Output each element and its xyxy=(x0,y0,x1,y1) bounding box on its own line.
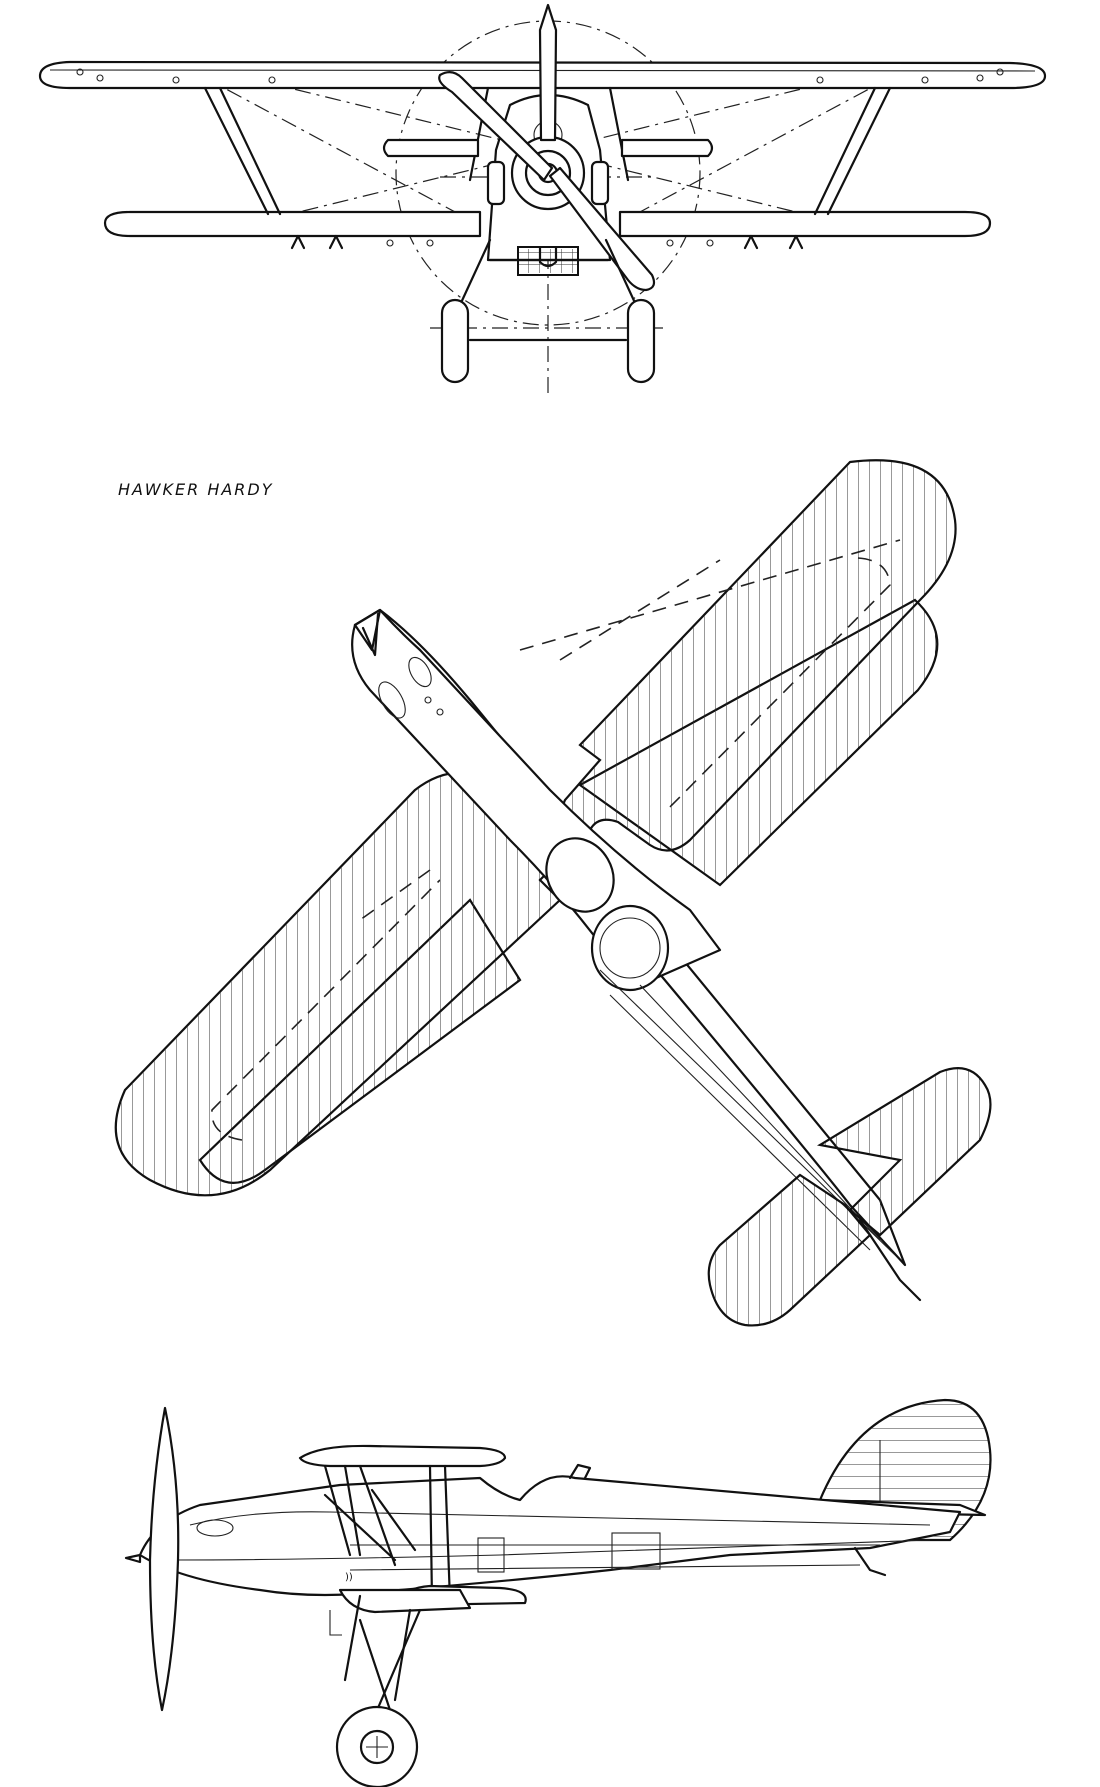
side-view: )) xyxy=(124,1398,992,1787)
drawing-title: HAWKER HARDY xyxy=(118,480,274,499)
front-view xyxy=(38,3,1047,395)
plan-view xyxy=(114,459,992,1327)
lower-wing-front xyxy=(103,210,482,238)
propeller-side xyxy=(148,1406,180,1712)
tailplane-plan xyxy=(816,1067,992,1237)
front-cockpit xyxy=(545,837,615,913)
upper-wing-side xyxy=(298,1444,507,1468)
svg-text:)): )) xyxy=(345,1572,353,1583)
rear-cockpit xyxy=(590,904,670,992)
wheel-left-front xyxy=(440,298,470,384)
propeller-front xyxy=(438,71,554,182)
fuselage-side xyxy=(138,1475,962,1597)
wheel-right-front xyxy=(626,298,656,384)
